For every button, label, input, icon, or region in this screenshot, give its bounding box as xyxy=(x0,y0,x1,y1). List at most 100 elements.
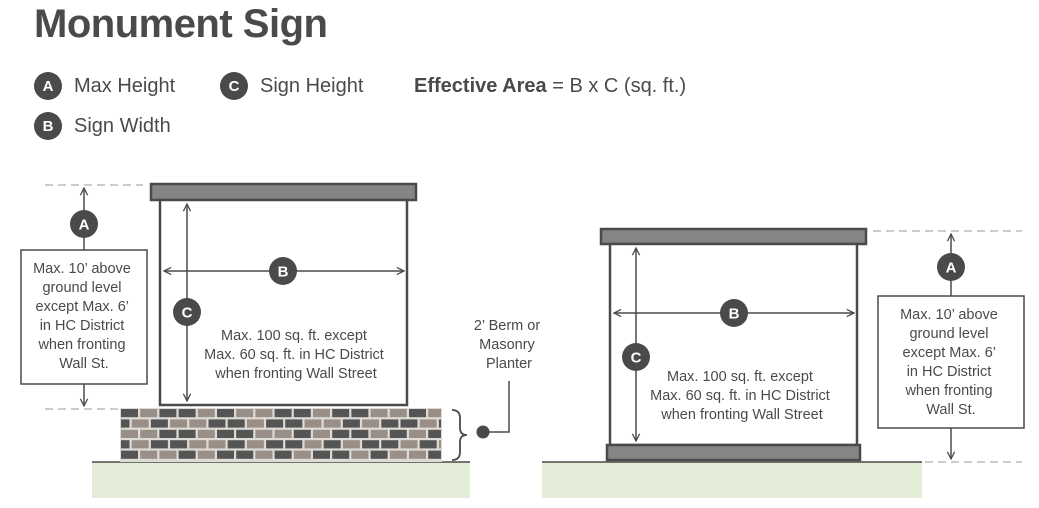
brick xyxy=(428,409,441,418)
brick xyxy=(428,429,441,438)
brick xyxy=(197,409,215,418)
brick xyxy=(400,419,418,428)
brick xyxy=(332,429,350,438)
legend-badge-b: B xyxy=(34,112,62,140)
left-sign-panel xyxy=(158,198,409,407)
page-title: Monument Sign xyxy=(34,2,328,46)
brick xyxy=(217,429,234,438)
brick xyxy=(131,419,149,428)
left-badge-b-letter: B xyxy=(278,264,289,281)
left-height-note: Max. 10’ above ground level except Max. … xyxy=(33,261,135,372)
brick xyxy=(285,440,303,449)
brick xyxy=(313,450,330,459)
legend-item-sign-width: B Sign Width xyxy=(34,112,171,140)
left-badge-c xyxy=(173,298,201,326)
left-sign-cap xyxy=(149,182,418,202)
berm-leader-line xyxy=(489,381,510,433)
right-badge-b xyxy=(720,299,748,327)
brick xyxy=(178,450,196,459)
brick xyxy=(293,409,311,418)
brick xyxy=(266,440,284,449)
right-sign-panel xyxy=(608,242,859,447)
brick xyxy=(293,450,311,459)
right-badge-b-letter: B xyxy=(729,306,740,323)
berm-leader-dot xyxy=(476,425,490,439)
brick xyxy=(381,419,399,428)
brick xyxy=(313,409,330,418)
brick xyxy=(409,450,426,459)
brick xyxy=(419,419,437,428)
brick xyxy=(438,440,441,449)
masonry-planter xyxy=(120,408,442,462)
left-height-note-box xyxy=(20,249,148,385)
brick xyxy=(274,450,292,459)
brick xyxy=(236,409,254,418)
brick xyxy=(255,409,273,418)
brick xyxy=(323,440,341,449)
brick xyxy=(293,429,311,438)
berm-label: 2’ Berm or Masonry Planter xyxy=(474,318,544,372)
left-sign-group: A Max. 10’ above ground level except Max… xyxy=(20,182,544,498)
brick xyxy=(170,419,188,428)
brick xyxy=(121,409,138,418)
right-badge-c-letter: C xyxy=(631,350,642,367)
formula-term: Effective Area xyxy=(414,75,547,97)
brick xyxy=(217,450,234,459)
brick xyxy=(121,440,130,449)
right-sign-base xyxy=(605,443,862,462)
brick xyxy=(140,429,158,438)
formula-expression: = B x C (sq. ft.) xyxy=(546,75,687,97)
left-area-note: Max. 100 sq. ft. except Max. 60 sq. ft. … xyxy=(204,328,388,382)
brick xyxy=(419,440,437,449)
brick xyxy=(227,419,245,428)
brick xyxy=(351,409,369,418)
brick xyxy=(208,419,226,428)
brick xyxy=(370,450,388,459)
legend-badge-a: A xyxy=(34,72,62,100)
left-badge-a-letter: A xyxy=(79,217,90,234)
right-height-note-box xyxy=(877,295,1025,429)
brick xyxy=(409,409,426,418)
brick xyxy=(438,419,441,428)
brick xyxy=(285,419,303,428)
brick xyxy=(159,409,177,418)
brick xyxy=(159,450,177,459)
effective-area-formula: Effective Area = B x C (sq. ft.) xyxy=(414,75,686,98)
brick xyxy=(323,419,341,428)
brick xyxy=(217,409,234,418)
brick xyxy=(189,419,207,428)
brick xyxy=(332,409,350,418)
brick xyxy=(342,440,360,449)
brick xyxy=(197,450,215,459)
berm-brace xyxy=(451,409,468,461)
brick xyxy=(351,450,369,459)
brick xyxy=(255,450,273,459)
right-badge-c xyxy=(622,343,650,371)
brick xyxy=(121,450,138,459)
brick xyxy=(197,429,215,438)
brick xyxy=(332,450,350,459)
brick xyxy=(362,419,380,428)
brick xyxy=(304,419,322,428)
legend-label-sign-width: Sign Width xyxy=(74,114,171,137)
legend-item-max-height: A Max Height xyxy=(34,72,175,100)
brick xyxy=(227,440,245,449)
brick xyxy=(370,409,388,418)
legend-item-sign-height: C Sign Height xyxy=(220,72,363,100)
brick xyxy=(370,429,388,438)
brick xyxy=(150,440,168,449)
brick xyxy=(150,419,168,428)
brick xyxy=(236,429,254,438)
brick xyxy=(140,450,158,459)
right-height-note: Max. 10’ above ground level except Max. … xyxy=(900,307,1002,418)
right-sign-cap xyxy=(599,227,868,246)
brick xyxy=(342,419,360,428)
brick xyxy=(389,450,407,459)
brick xyxy=(189,440,207,449)
brick xyxy=(351,429,369,438)
legend-label-sign-height: Sign Height xyxy=(260,74,364,97)
left-ground xyxy=(92,462,470,498)
brick xyxy=(121,429,138,438)
brick xyxy=(274,409,292,418)
